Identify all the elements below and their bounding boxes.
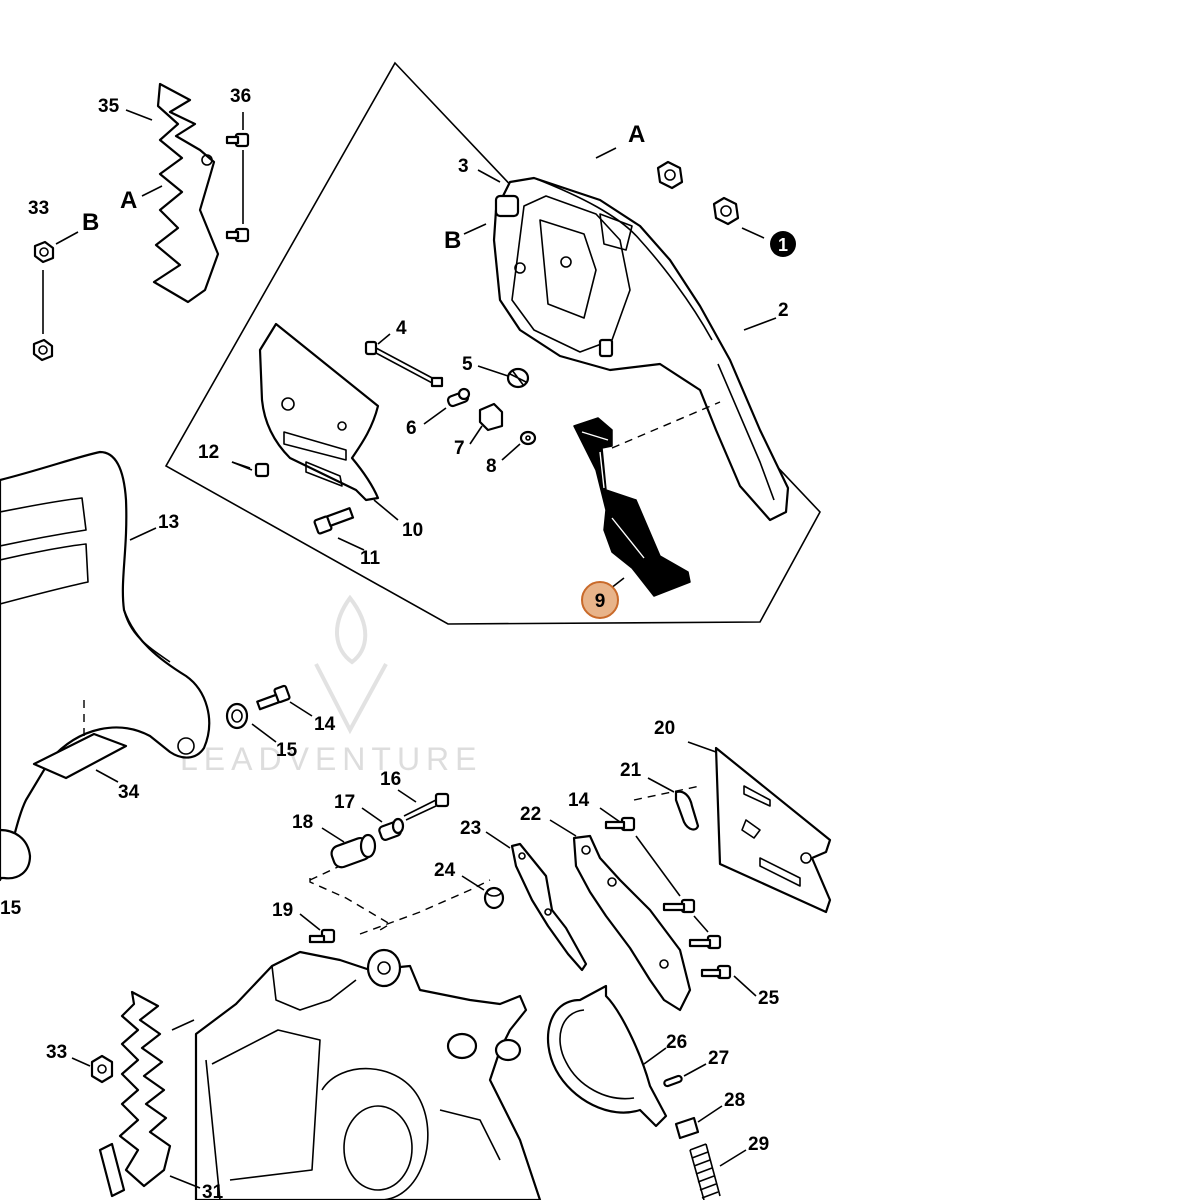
callout-36: 36 (230, 86, 251, 107)
part-15-bushing (225, 702, 249, 730)
part-33-lower-nut (90, 1054, 114, 1084)
part-10-guide-plate (258, 322, 380, 502)
callout-6: 6 (406, 418, 417, 439)
part-13-hand-guard (0, 450, 211, 882)
callout-25: 25 (758, 988, 780, 1009)
part-29-spring (689, 1143, 721, 1200)
callout-12: 12 (198, 442, 219, 463)
part-11-screw (313, 507, 355, 535)
part-9-chain-pad (573, 417, 691, 597)
callout-11: 11 (360, 548, 381, 569)
part-18-spacer (330, 833, 377, 869)
part-21-spring-clip (674, 790, 700, 831)
part-2-sprocket-cover (492, 176, 790, 522)
letter-b-left: B (82, 209, 99, 236)
callout-27: 27 (708, 1048, 729, 1069)
part-6-pin (446, 387, 471, 408)
part-14-screw (256, 684, 291, 711)
part-13-lower-lug (0, 828, 32, 880)
part-14-lower-screws (604, 816, 722, 950)
callout-13: 13 (158, 512, 179, 533)
part-32-plate (98, 1142, 126, 1198)
view-letters: A A B B (82, 121, 645, 254)
part-19-screw (308, 928, 336, 944)
callout-23: 23 (460, 818, 481, 839)
part-23-lever (510, 842, 588, 972)
callout-9: 9 (595, 591, 606, 612)
part-22-brake-lever (572, 834, 692, 1012)
part-8-washer (519, 430, 537, 446)
callout-14-guard: 14 (314, 714, 336, 735)
callout-10: 10 (402, 520, 423, 541)
part-36-screws (225, 132, 250, 243)
callout-8: 8 (486, 456, 497, 477)
callout-24: 24 (434, 860, 456, 881)
part-35-bumper-spike (152, 82, 220, 304)
letter-a-left: A (120, 187, 137, 214)
callout-22: 22 (520, 804, 541, 825)
callout-31: 31 (202, 1182, 224, 1200)
watermark-logo: LEADVENTURE (180, 594, 483, 777)
crankcase-housing (194, 950, 542, 1200)
callout-15-lower: 15 (0, 898, 22, 919)
callout-5: 5 (462, 354, 473, 375)
callout-33-lower: 33 (46, 1042, 67, 1063)
callout-14-lower: 14 (568, 790, 590, 811)
note-symbol-text: 1 (778, 235, 788, 255)
callout-21: 21 (620, 760, 642, 781)
part-27-pin (663, 1074, 683, 1088)
callout-15-guard: 15 (276, 740, 298, 761)
callout-3: 3 (458, 156, 469, 177)
leader-lines (71, 109, 777, 1189)
callout-18: 18 (292, 812, 313, 833)
part-3-cover-nut-boss (494, 194, 520, 218)
callout-9-highlighted[interactable]: 9 (581, 581, 619, 619)
letter-b-cover: B (444, 227, 461, 254)
part-35-hole (201, 154, 213, 166)
part-25-screw (700, 964, 732, 980)
letter-markers (55, 147, 617, 245)
callout-16: 16 (380, 769, 401, 790)
part-34-plate (32, 732, 128, 780)
letter-a-top: A (628, 121, 645, 148)
part-16-screw (403, 792, 450, 821)
part-13-mount-hole (177, 737, 195, 755)
part-31-bumper-spike (118, 990, 172, 1188)
watermark-text: LEADVENTURE (180, 741, 483, 777)
part-5-nut (506, 367, 530, 389)
callout-28: 28 (724, 1090, 745, 1111)
part-26-brake-band (546, 984, 668, 1128)
callout-19: 19 (272, 900, 293, 921)
part-20-cover-plate (714, 746, 832, 914)
callout-26: 26 (666, 1032, 687, 1053)
part-4-adjuster-rod (364, 340, 444, 388)
callout-labels: 2 3 4 5 6 7 8 10 11 12 13 14 15 34 15 35… (0, 86, 789, 1200)
part-17-sleeve (378, 817, 405, 841)
part-1-nuts (656, 160, 740, 226)
note-symbol-1: 1 (770, 231, 796, 257)
callout-33-top: 33 (28, 198, 49, 219)
callout-2: 2 (778, 300, 789, 321)
callout-34: 34 (118, 782, 140, 803)
callout-20: 20 (654, 718, 675, 739)
part-24-bushing (483, 886, 505, 910)
part-33-nuts (32, 240, 55, 362)
part-7-block (478, 402, 504, 432)
callout-17: 17 (334, 792, 355, 813)
part-28-spring-seat (674, 1116, 700, 1140)
callout-29: 29 (748, 1134, 769, 1155)
callout-35: 35 (98, 96, 120, 117)
callout-7: 7 (454, 438, 465, 459)
callout-4: 4 (396, 318, 407, 339)
